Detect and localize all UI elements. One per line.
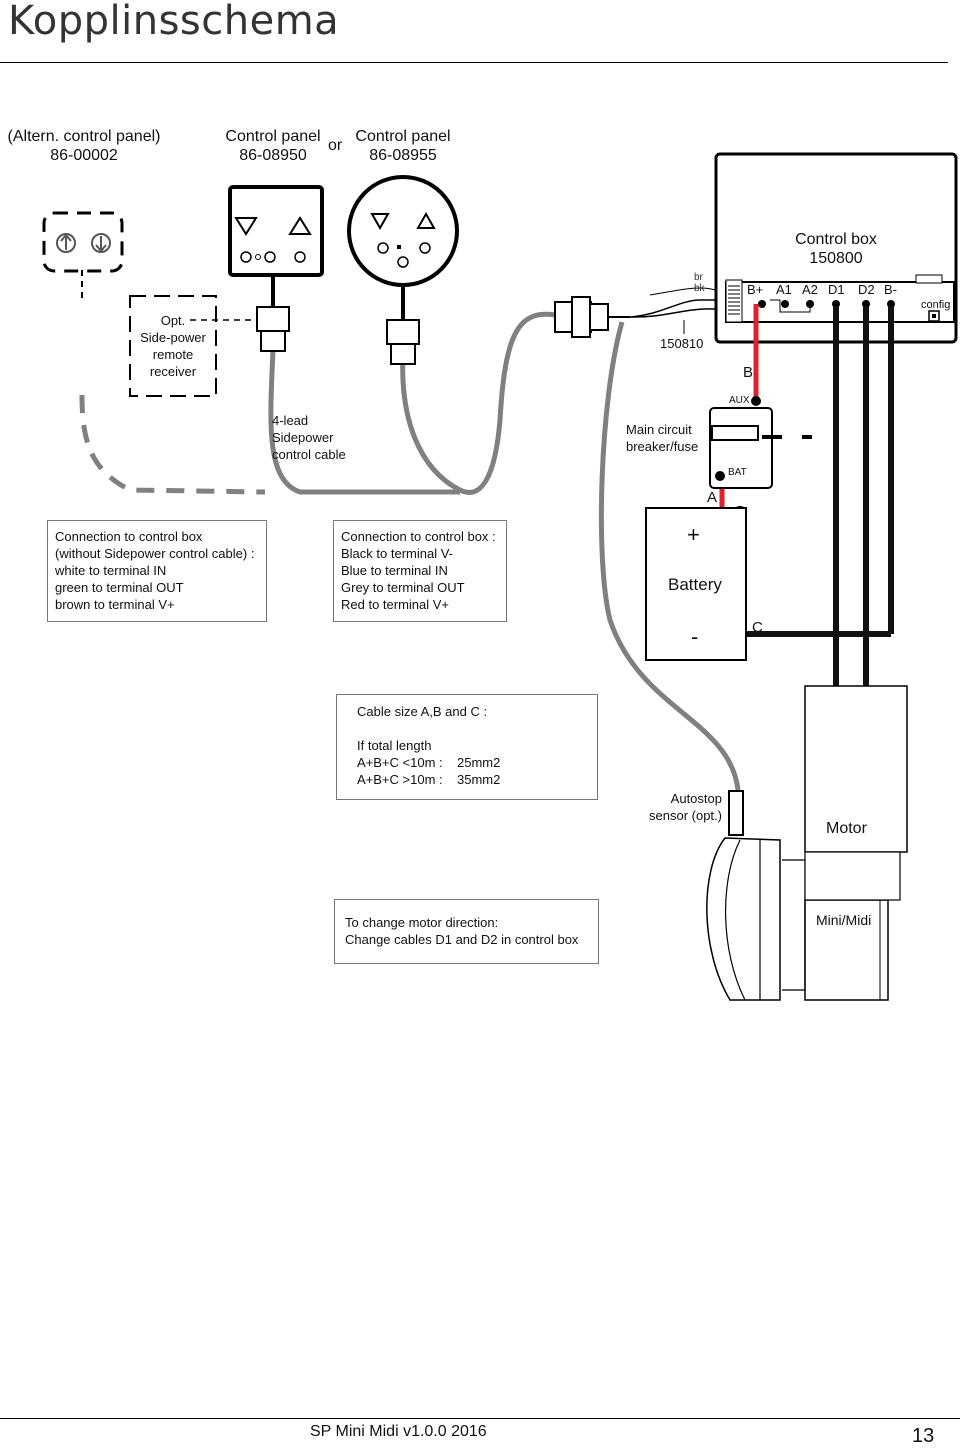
- terminal-d1: D1: [828, 282, 845, 297]
- drive-pulley: [706, 837, 781, 1001]
- or-label: or: [328, 137, 343, 154]
- control-panel-1: [228, 185, 324, 277]
- footer-text: SP Mini Midi v1.0.0 2016: [310, 1423, 487, 1440]
- cable-a-label: A: [707, 489, 718, 506]
- motor-label: Motor: [826, 820, 867, 837]
- autostop-cable: [598, 321, 741, 791]
- footer-divider: [0, 1418, 960, 1419]
- receiver-outline: [129, 295, 217, 397]
- panel1-left-arrow-icon: [234, 217, 258, 236]
- terminal-a1: A1: [776, 282, 792, 297]
- control-panel-1-label: Control panel 86-08950: [225, 128, 321, 164]
- cable-size-row: A+B+C >10m :35mm2: [357, 772, 501, 787]
- cable-size-sub: If total length: [357, 738, 432, 753]
- note-without-control-cable: Connection to control box (without Sidep…: [47, 520, 267, 622]
- battery-label: Battery: [668, 575, 722, 594]
- note-with-control-cable: Connection to control box : Black to ter…: [333, 520, 507, 622]
- terminal-b-minus: B-: [884, 282, 897, 297]
- cable-size-row: A+B+C <10m :25mm2: [357, 755, 501, 770]
- aux-terminal-label: AUX: [729, 395, 750, 406]
- adapter-number: 150810: [660, 336, 704, 351]
- control-cable-grey: [400, 311, 556, 495]
- battery-minus: -: [691, 624, 699, 649]
- control-box-label: Control box 150800: [795, 231, 877, 267]
- config-switch: [915, 274, 943, 284]
- receiver-label: Opt. Side-power remote receiver: [140, 313, 206, 379]
- battery-plus: +: [687, 522, 700, 547]
- adapter-wires: [629, 299, 727, 318]
- connector-pins: [728, 285, 740, 315]
- panel1-plug: [256, 306, 290, 332]
- battery: [645, 507, 747, 661]
- wire-color-labels: br bk: [694, 272, 705, 294]
- panel2-plug: [386, 319, 420, 345]
- panel2-right-arrow-icon: [416, 211, 436, 229]
- config-label: config: [921, 299, 951, 311]
- terminal-a2: A2: [802, 282, 818, 297]
- autostop-sensor: [728, 790, 744, 836]
- motor-lower: [804, 899, 889, 1001]
- bat-terminal-label: BAT: [728, 467, 747, 478]
- breaker-label: Main circuit breaker/fuse: [626, 422, 699, 454]
- cable-c-label: C: [752, 619, 763, 636]
- control-panel-2: [347, 175, 459, 287]
- terminal-d2: D2: [858, 282, 875, 297]
- terminal-b-plus: B+: [747, 282, 764, 297]
- receiver-link-dashed: [79, 394, 266, 495]
- autostop-label: Autostop sensor (opt.): [649, 791, 722, 823]
- control-cable-label: 4-lead Sidepower control cable: [272, 413, 346, 462]
- title-divider: [0, 62, 948, 63]
- cable-b-label: B: [743, 364, 754, 381]
- motor-upper: [804, 685, 908, 853]
- motor-direction-note: To change motor direction: Change cables…: [334, 899, 599, 964]
- remote-outline: [42, 211, 124, 273]
- page-title: Kopplinsschema: [8, 0, 340, 44]
- control-panel-2-label: Control panel 86-08955: [355, 128, 451, 164]
- panel1-right-arrow-icon: [288, 216, 312, 235]
- control-cable-grey-2: [268, 349, 460, 495]
- altern-panel-label: (Altern. control panel) 86-00002: [7, 128, 161, 164]
- motor-model-label: Mini/Midi: [816, 912, 872, 928]
- panel2-left-arrow-icon: [370, 213, 390, 231]
- cable-size-box: Cable size A,B and C : If total length A…: [336, 694, 598, 800]
- page-number: 13: [912, 1425, 935, 1447]
- cable-size-heading: Cable size A,B and C :: [357, 704, 488, 719]
